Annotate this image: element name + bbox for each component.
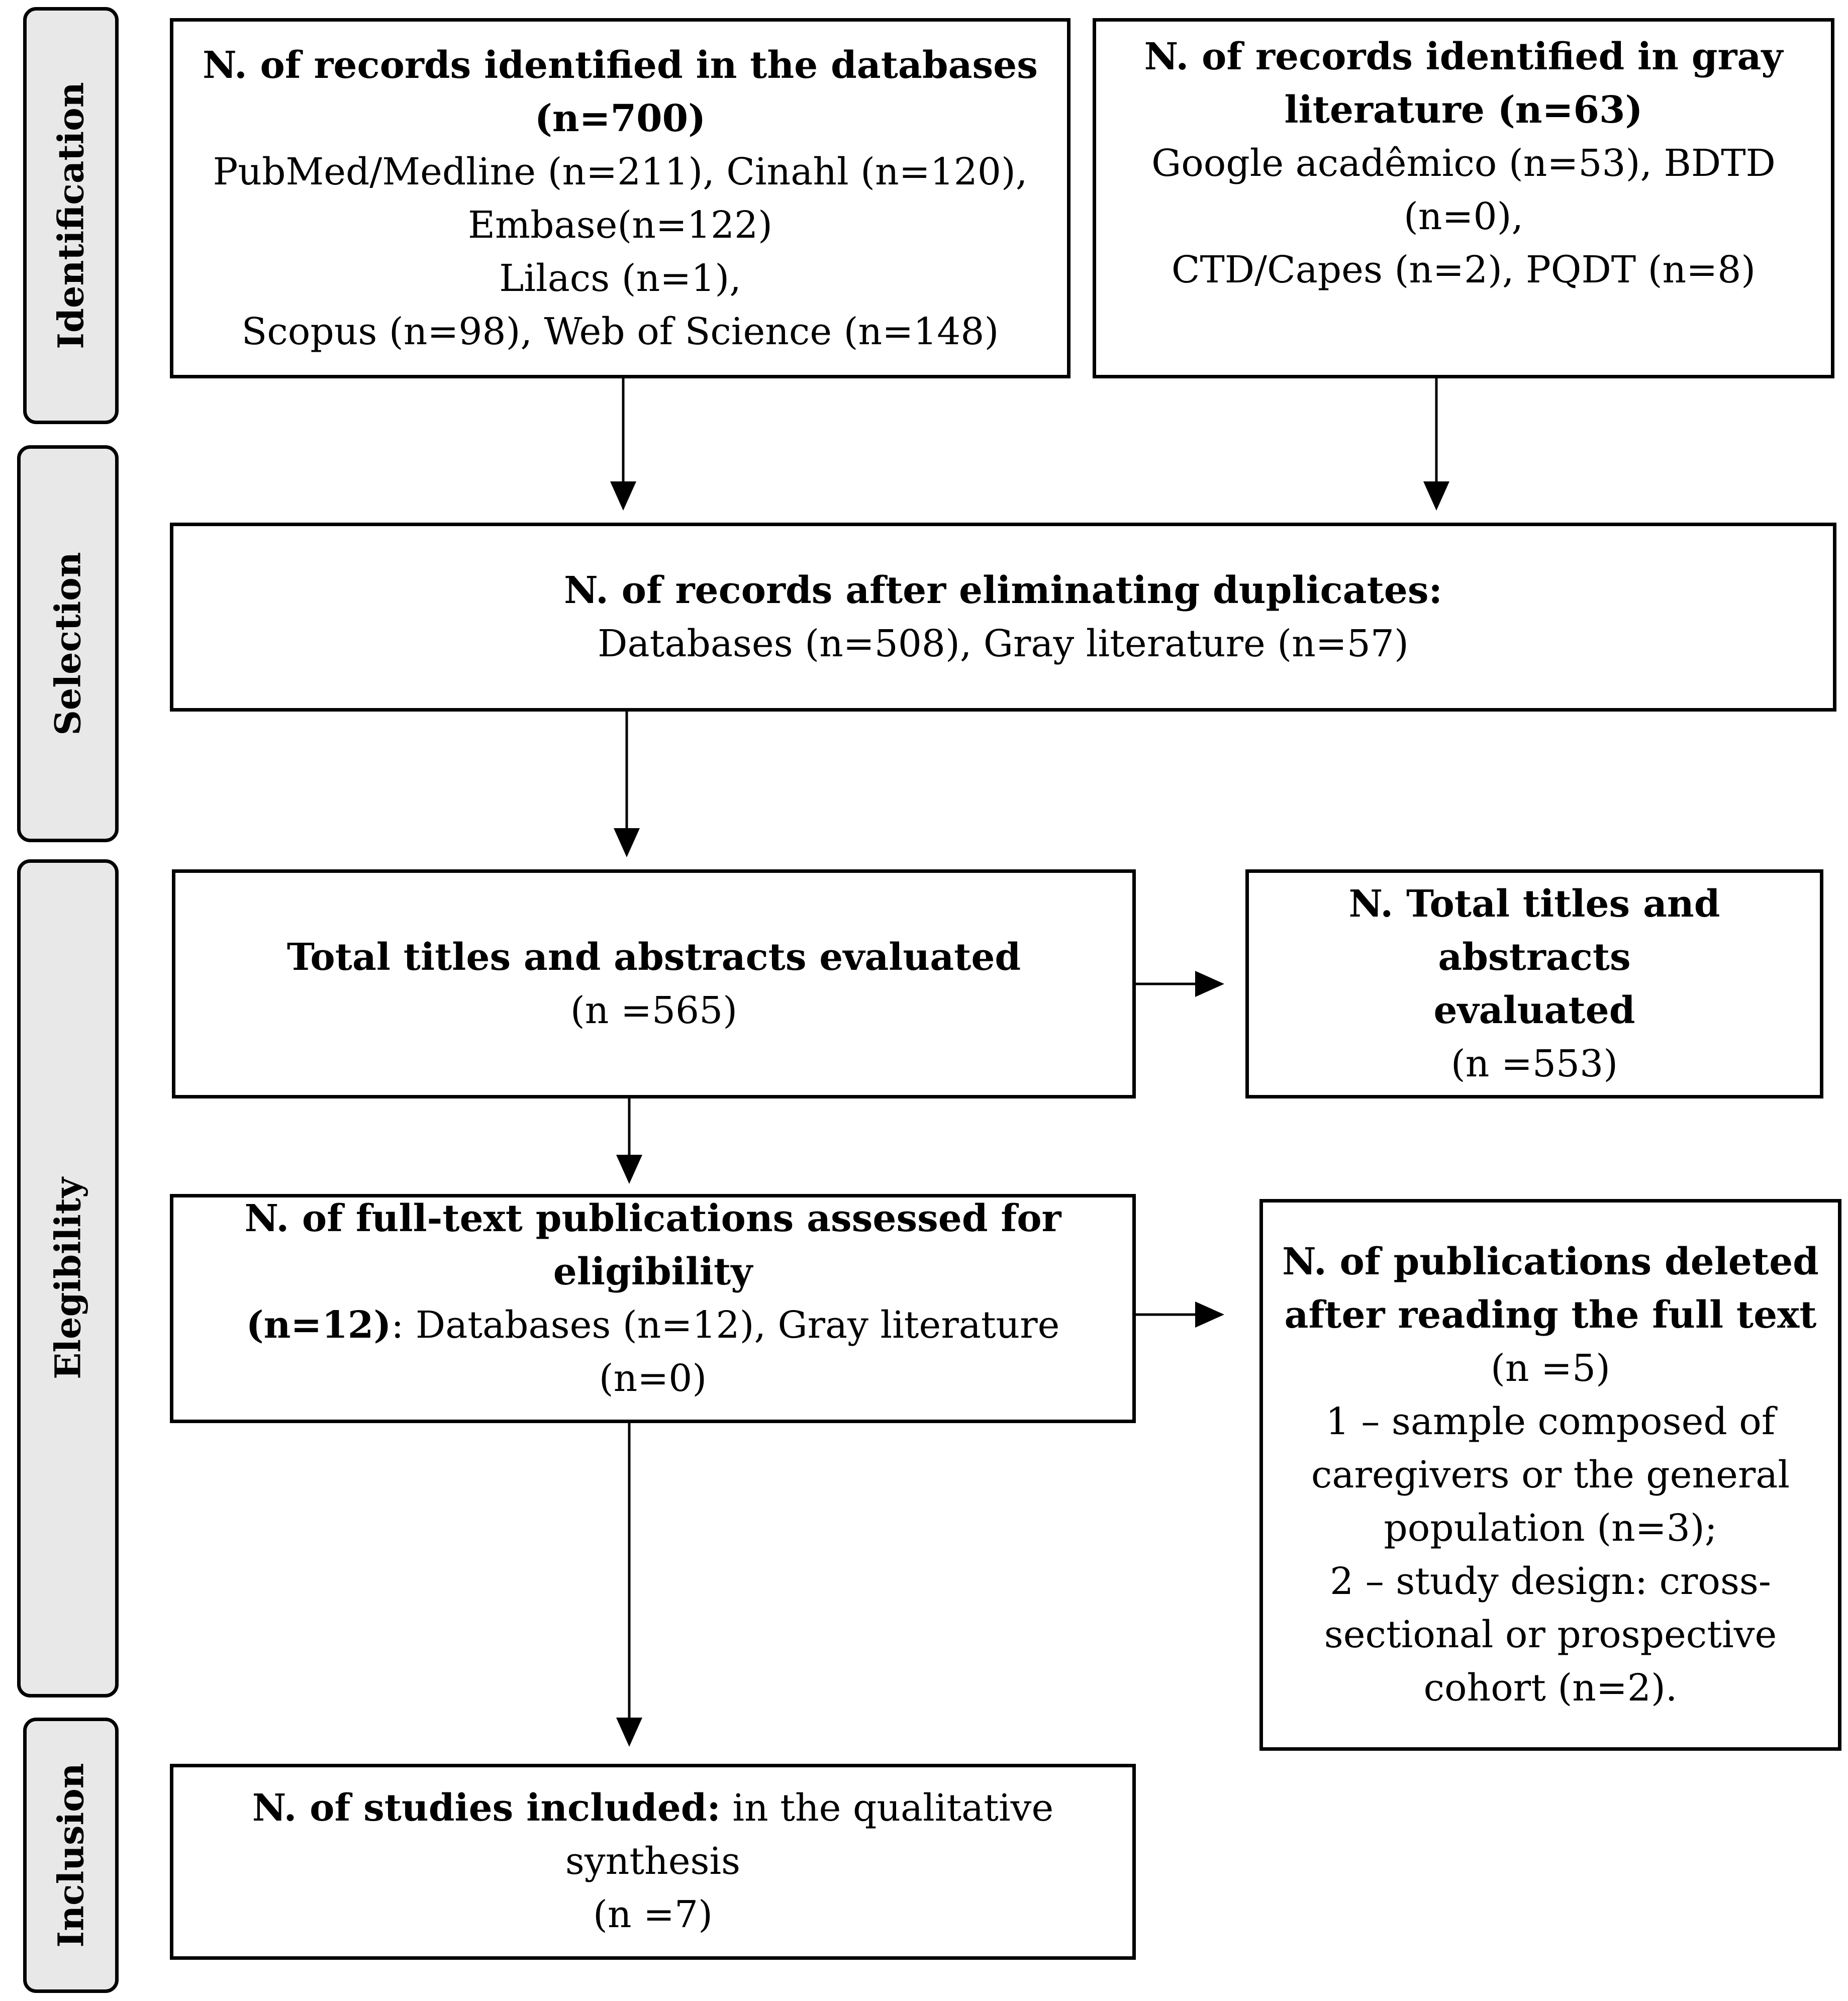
- titles-evaluated-count: (n =565): [570, 989, 738, 1032]
- deleted-line-6: sectional or prospective: [1324, 1613, 1777, 1656]
- titles-excluded-title: N. Total titles and abstracts: [1348, 882, 1720, 979]
- deleted-title: N. of publications deleted: [1282, 1240, 1819, 1283]
- phase-inclusion: Inclusion: [23, 1718, 119, 1993]
- deleted-line-5: 2 – study design: cross-: [1330, 1560, 1771, 1603]
- phase-elegibility: Elegibility: [17, 859, 119, 1697]
- databases-title: N. of records identified in the database…: [203, 43, 1038, 87]
- titles-evaluated-title: Total titles and abstracts evaluated: [286, 936, 1021, 979]
- titles-excluded-title-2: evaluated: [1433, 989, 1635, 1032]
- titles-evaluated-box: Total titles and abstracts evaluated (n …: [172, 869, 1136, 1098]
- databases-line-3: Lilacs (n=1),: [499, 256, 741, 300]
- gray-line-3: CTD/Capes (n=2), PQDT (n=8): [1171, 248, 1756, 291]
- arrowhead: [616, 1155, 642, 1184]
- databases-line-2: Embase(n=122): [467, 203, 773, 247]
- fulltext-title: N. of full-text publications assessed fo…: [244, 1197, 1061, 1293]
- arrowhead: [1195, 971, 1224, 997]
- deleted-line-4: population (n=3);: [1384, 1507, 1717, 1550]
- arrowhead: [614, 828, 640, 857]
- arrowhead: [1195, 1302, 1224, 1328]
- included-title: N. of studies included:: [252, 1786, 721, 1830]
- deleted-publications-box: N. of publications deleted after reading…: [1259, 1199, 1841, 1751]
- deleted-line-3: caregivers or the general: [1311, 1453, 1790, 1496]
- fulltext-text: : Databases (n=12), Gray literature (n=0…: [391, 1304, 1060, 1400]
- fulltext-count: (n=12): [246, 1304, 392, 1347]
- databases-records-box: N. of records identified in the database…: [170, 18, 1071, 378]
- databases-count: (n=700): [534, 96, 706, 140]
- duplicates-title: N. of records after eliminating duplicat…: [564, 569, 1442, 612]
- gray-literature-records-box: N. of records identified in gray literat…: [1093, 18, 1834, 378]
- gray-title: N. of records identified in gray: [1144, 35, 1783, 78]
- arrowhead: [1423, 481, 1449, 511]
- fulltext-assessed-box: N. of full-text publications assessed fo…: [170, 1194, 1136, 1423]
- included-text: in the qualitative synthesis: [565, 1786, 1054, 1883]
- duplicates-text: Databases (n=508), Gray literature (n=57…: [598, 622, 1409, 665]
- gray-title-2: literature (n=63): [1284, 88, 1643, 132]
- deleted-line-1: (n =5): [1490, 1347, 1610, 1390]
- arrowhead: [610, 481, 636, 511]
- phase-selection: Selection: [17, 445, 119, 842]
- titles-excluded-count: (n =553): [1450, 1042, 1618, 1085]
- studies-included-box: N. of studies included: in the qualitati…: [170, 1764, 1136, 1960]
- titles-excluded-box: N. Total titles and abstracts evaluated …: [1245, 869, 1823, 1098]
- gray-line-1: Google acadêmico (n=53), BDTD: [1151, 141, 1776, 185]
- gray-line-2: (n=0),: [1403, 194, 1523, 238]
- included-count: (n =7): [593, 1893, 713, 1936]
- arrowhead: [616, 1718, 642, 1747]
- databases-line-4: Scopus (n=98), Web of Science (n=148): [241, 310, 999, 353]
- deleted-line-7: cohort (n=2).: [1423, 1666, 1678, 1710]
- deleted-title-2: after reading the full text: [1284, 1293, 1817, 1337]
- deleted-line-2: 1 – sample composed of: [1325, 1400, 1776, 1443]
- databases-line-1: PubMed/Medline (n=211), Cinahl (n=120),: [213, 150, 1028, 193]
- phase-identification: Identification: [23, 7, 119, 424]
- after-duplicates-box: N. of records after eliminating duplicat…: [170, 523, 1836, 712]
